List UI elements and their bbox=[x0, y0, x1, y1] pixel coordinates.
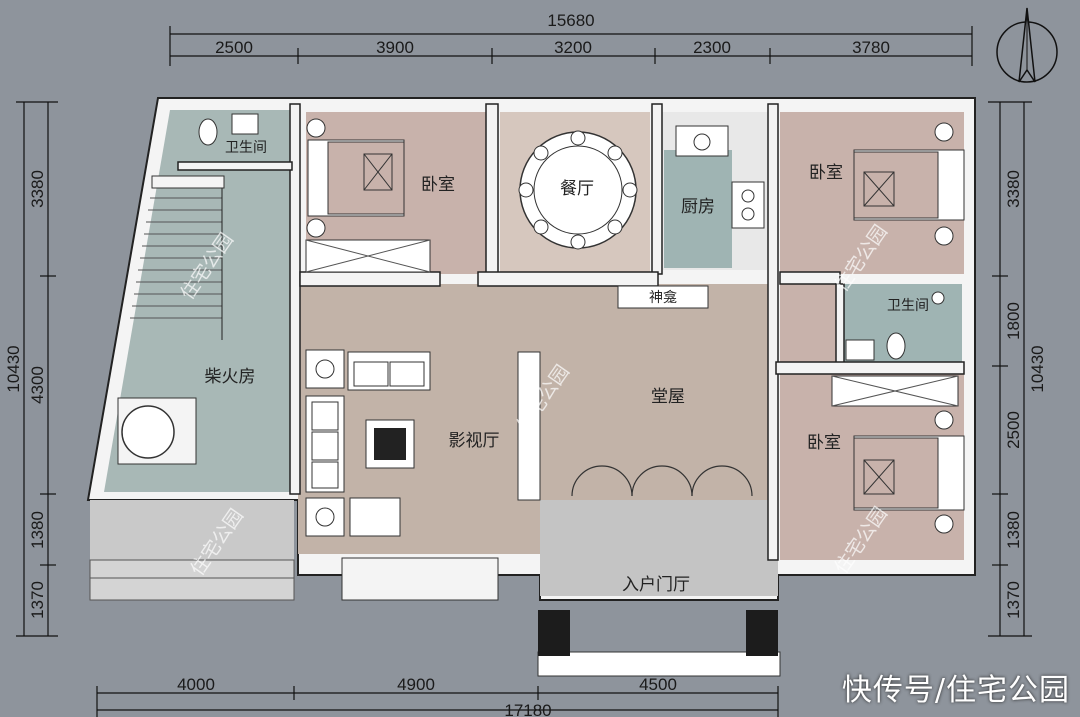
room-label-shrine: 神龛 bbox=[649, 290, 677, 306]
washbasin-icon bbox=[231, 113, 259, 135]
stair-wall bbox=[151, 175, 225, 189]
toilet-icon bbox=[198, 118, 218, 146]
dim-right-4: 1380 bbox=[1004, 511, 1023, 549]
toilet-icon bbox=[886, 332, 906, 360]
entrance-floor bbox=[540, 500, 778, 596]
wardrobe-icon bbox=[831, 375, 959, 407]
dim-bottom-1: 4000 bbox=[177, 675, 215, 694]
sofa-icon bbox=[347, 351, 431, 391]
gas-stove-icon bbox=[731, 181, 765, 229]
dim-right-5: 1370 bbox=[1004, 581, 1023, 619]
kitchen-work-floor bbox=[664, 150, 732, 268]
room-label-media-room: 影视厅 bbox=[449, 431, 500, 451]
coffee-table-icon bbox=[365, 419, 415, 469]
dim-top-2: 3900 bbox=[376, 38, 414, 57]
side-table-icon bbox=[305, 349, 345, 389]
sofa-icon bbox=[305, 395, 345, 493]
staircase bbox=[130, 180, 223, 340]
entry-pillar bbox=[746, 610, 778, 656]
room-label-entrance: 入户门厅 bbox=[622, 575, 690, 595]
side-table-icon bbox=[305, 497, 345, 537]
wardrobe-icon bbox=[305, 239, 431, 273]
dim-top-3: 3200 bbox=[554, 38, 592, 57]
floor-drain-icon bbox=[931, 291, 945, 305]
stove-icon bbox=[117, 397, 197, 465]
nightstand-icon bbox=[934, 514, 954, 534]
dim-right-2: 1800 bbox=[1004, 302, 1023, 340]
stair-room-floor bbox=[104, 110, 290, 492]
dining-table-icon bbox=[518, 130, 638, 250]
room-label-dining: 餐厅 bbox=[560, 179, 594, 199]
footer-credit: 快传号/住宅公园 bbox=[841, 673, 1070, 708]
room-label-main-hall: 堂屋 bbox=[651, 387, 685, 407]
nightstand-icon bbox=[934, 410, 954, 430]
bed-ne-icon bbox=[853, 149, 965, 221]
entry-step bbox=[537, 651, 781, 677]
dim-left-4: 1370 bbox=[28, 581, 47, 619]
dim-left-2: 4300 bbox=[28, 366, 47, 404]
room-label-bedroom-ne: 卧室 bbox=[809, 163, 843, 183]
dim-right-1: 3380 bbox=[1004, 170, 1023, 208]
room-label-bedroom-nw: 卧室 bbox=[421, 175, 455, 195]
dim-bottom-3: 4500 bbox=[639, 675, 677, 694]
dim-bottom-2: 4900 bbox=[397, 675, 435, 694]
dim-right-total: 10430 bbox=[1028, 345, 1047, 392]
dim-right-3: 2500 bbox=[1004, 411, 1023, 449]
interior-walls bbox=[177, 103, 965, 561]
room-label-bedroom-se: 卧室 bbox=[807, 433, 841, 453]
dim-top-total: 15680 bbox=[547, 11, 594, 30]
dim-top-1: 2500 bbox=[215, 38, 253, 57]
room-label-bathroom-e: 卫生间 bbox=[887, 298, 929, 314]
washbasin-icon bbox=[845, 339, 875, 361]
room-label-firewood: 柴火房 bbox=[205, 367, 256, 387]
nightstand-icon bbox=[306, 218, 326, 238]
bed-nw-icon bbox=[307, 139, 405, 217]
dim-top-5: 3780 bbox=[852, 38, 890, 57]
nightstand-icon bbox=[934, 226, 954, 246]
shrine-cabinet bbox=[617, 285, 709, 309]
nightstand-icon bbox=[306, 118, 326, 138]
bed-se-icon bbox=[853, 435, 965, 511]
tv-cabinet bbox=[517, 351, 541, 501]
dim-left-1: 3380 bbox=[28, 170, 47, 208]
lamp-icon bbox=[315, 507, 335, 527]
room-label-bathroom-nw: 卫生间 bbox=[225, 140, 267, 156]
nightstand-icon bbox=[934, 122, 954, 142]
kitchen-sink-icon bbox=[675, 125, 729, 157]
entrance-doors bbox=[571, 465, 753, 497]
entry-pillar bbox=[538, 610, 570, 656]
dim-left-total: 10430 bbox=[4, 345, 23, 392]
terrace-steps bbox=[89, 559, 295, 601]
room-label-kitchen: 厨房 bbox=[681, 197, 715, 217]
bay-window bbox=[341, 557, 499, 601]
dim-top-4: 2300 bbox=[693, 38, 731, 57]
armchair-icon bbox=[349, 497, 401, 537]
lamp-icon bbox=[315, 359, 335, 379]
dim-left-3: 1380 bbox=[28, 511, 47, 549]
dim-bottom-total: 17180 bbox=[504, 701, 551, 717]
north-arrow-icon bbox=[996, 7, 1058, 83]
dimension-lines bbox=[16, 26, 1032, 717]
